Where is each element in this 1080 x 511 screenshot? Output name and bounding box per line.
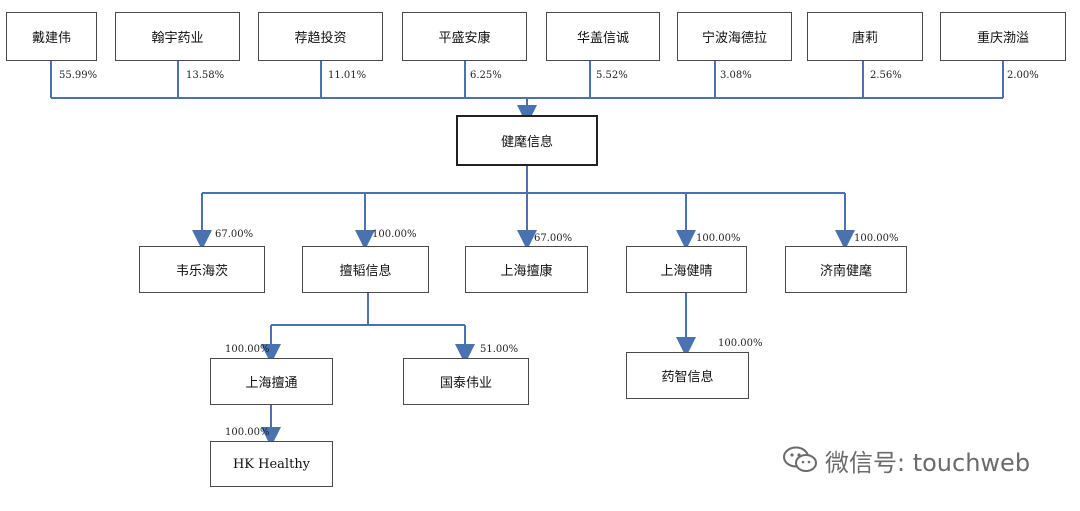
subsidiary-box: 擅韬信息 bbox=[302, 246, 429, 293]
shareholder-pct: 2.56% bbox=[870, 70, 902, 81]
shareholder-box: 戴建伟 bbox=[6, 12, 97, 61]
subsidiary-box: 韦乐海茨 bbox=[139, 246, 265, 293]
level4-box: HK Healthy bbox=[210, 441, 333, 487]
subsidiary-pct: 100.00% bbox=[854, 233, 899, 244]
shareholder-box: 重庆渤溢 bbox=[940, 12, 1066, 61]
watermark-text: 微信号: touchweb bbox=[825, 448, 1031, 477]
subsidiary-box: 上海擅康 bbox=[465, 246, 588, 293]
center-company-name: 健麾信息 bbox=[500, 135, 553, 150]
shareholder-box: 唐莉 bbox=[807, 12, 923, 61]
wechat-watermark: 微信号: touchweb bbox=[783, 440, 1030, 480]
subsidiary-pct: 100.00% bbox=[696, 233, 741, 244]
level4-name: HK Healthy bbox=[232, 456, 311, 472]
subsidiary-pct: 100.00% bbox=[372, 229, 417, 240]
shareholder-name: 戴建伟 bbox=[31, 31, 71, 46]
shareholder-pct: 5.52% bbox=[596, 70, 628, 81]
subsidiary-name: 济南健麾 bbox=[819, 264, 872, 279]
shareholder-pct: 3.08% bbox=[720, 70, 752, 81]
level3-name: 药智信息 bbox=[661, 370, 714, 385]
subsidiary-box: 上海健晴 bbox=[626, 246, 747, 293]
shareholder-pct: 13.58% bbox=[186, 70, 225, 81]
shareholder-name: 唐莉 bbox=[851, 31, 878, 46]
subsidiary-name: 韦乐海茨 bbox=[175, 264, 228, 279]
shareholder-name: 重庆渤溢 bbox=[976, 31, 1029, 46]
subsidiary-name: 上海健晴 bbox=[660, 264, 713, 279]
shareholder-name: 荐趋投资 bbox=[294, 31, 347, 46]
level3-pct: 100.00% bbox=[718, 338, 763, 349]
subsidiary-name: 擅韬信息 bbox=[339, 264, 392, 279]
shareholder-pct: 2.00% bbox=[1007, 70, 1039, 81]
center-company-box: 健麾信息 bbox=[456, 115, 598, 166]
shareholder-name: 平盛安康 bbox=[438, 31, 491, 46]
shareholder-name: 华盖信诚 bbox=[576, 31, 629, 46]
shareholder-pct: 6.25% bbox=[470, 70, 502, 81]
shareholder-pct: 11.01% bbox=[328, 70, 367, 81]
level3-box: 上海擅通 bbox=[210, 358, 333, 405]
level3-name: 国泰伟业 bbox=[439, 376, 492, 391]
level3-pct: 51.00% bbox=[480, 344, 519, 355]
shareholder-box: 平盛安康 bbox=[402, 12, 527, 61]
subsidiary-box: 济南健麾 bbox=[785, 246, 907, 293]
shareholder-box: 荐趋投资 bbox=[258, 12, 383, 61]
level4-pct: 100.00% bbox=[225, 427, 270, 438]
shareholder-box: 华盖信诚 bbox=[546, 12, 660, 61]
wechat-icon bbox=[783, 446, 817, 474]
subsidiary-name: 上海擅康 bbox=[500, 264, 553, 279]
shareholder-box: 宁波海德拉 bbox=[677, 12, 792, 61]
shareholder-pct: 55.99% bbox=[59, 70, 98, 81]
level3-name: 上海擅通 bbox=[245, 376, 298, 391]
level3-pct: 100.00% bbox=[225, 344, 270, 355]
shareholder-name: 宁波海德拉 bbox=[701, 31, 767, 46]
shareholder-name: 翰宇药业 bbox=[151, 31, 204, 46]
level3-box: 药智信息 bbox=[626, 352, 749, 399]
level3-box: 国泰伟业 bbox=[403, 358, 529, 405]
subsidiary-pct: 67.00% bbox=[534, 233, 573, 244]
shareholder-box: 翰宇药业 bbox=[115, 12, 240, 61]
subsidiary-pct: 67.00% bbox=[215, 229, 254, 240]
